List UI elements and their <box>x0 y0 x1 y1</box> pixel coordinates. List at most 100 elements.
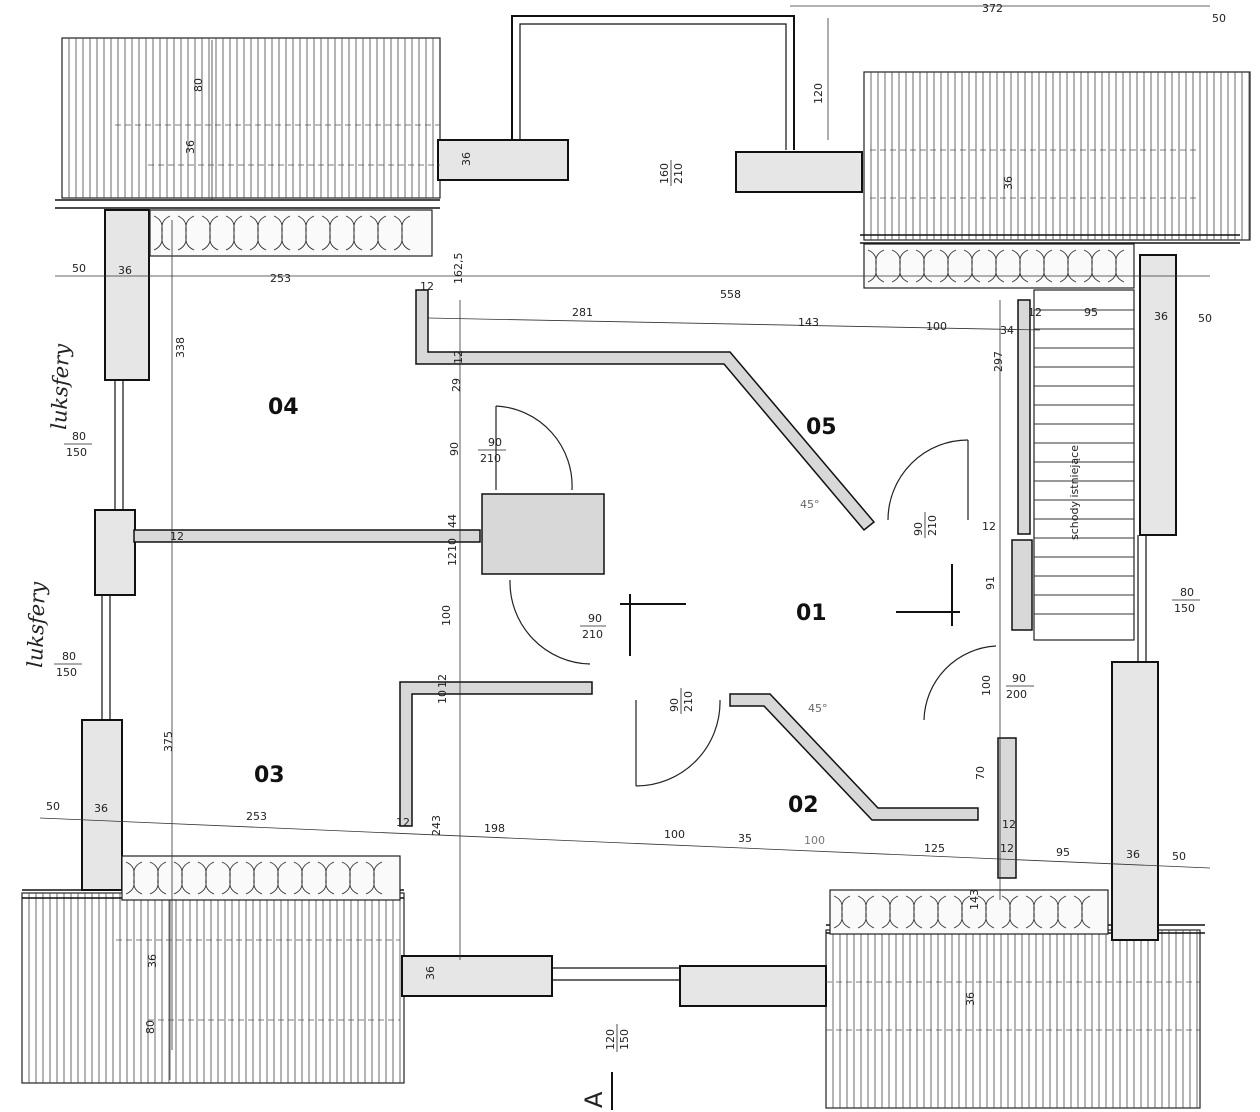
window-label-right: 80 150 <box>1172 586 1200 615</box>
dim-h-36-right: 36 <box>1154 310 1168 323</box>
window-label-left-lower: 80 150 <box>54 650 82 679</box>
dim-v-297: 297 <box>992 351 1005 372</box>
svg-text:80: 80 <box>72 430 86 443</box>
dim-h-50-left: 50 <box>72 262 86 275</box>
room-label-02: 02 <box>788 793 819 818</box>
dim-v-29: 29 <box>450 378 463 392</box>
room-label-04: 04 <box>268 395 299 420</box>
handwritten-note-luksfery-lower: luksfery <box>23 580 50 668</box>
dim-v-44: 44 <box>446 514 459 528</box>
door-label-room-02: 90 210 <box>668 688 695 714</box>
stairs-label: schody istniejące <box>1068 445 1081 540</box>
dim-v-36-right-bottom: 36 <box>964 992 977 1006</box>
svg-text:160: 160 <box>658 163 671 184</box>
svg-text:150: 150 <box>618 1029 631 1050</box>
dim-wall-12-c: 12 <box>1002 818 1016 831</box>
door-label-room-05: 90 210 <box>912 512 939 538</box>
dim-top-50: 50 <box>1212 12 1226 25</box>
svg-text:90: 90 <box>668 698 681 712</box>
dim-v-100-center: 100 <box>440 605 453 626</box>
dimension-lines <box>39 5 1211 1080</box>
dim-h-50-right: 50 <box>1198 312 1212 325</box>
roof-panel-top-left <box>61 37 441 199</box>
dim-wall-12-b: 12 <box>982 520 996 533</box>
dim-v-12-c: 12 <box>436 674 449 688</box>
stairs: schody istniejące <box>1033 289 1135 641</box>
svg-text:80: 80 <box>62 650 76 663</box>
dim-b-12-right: 12 <box>1000 842 1014 855</box>
door-label-balcony: 160 210 <box>658 160 685 186</box>
angle-45-lower: 45° <box>808 702 828 715</box>
dim-h-100: 100 <box>926 320 947 333</box>
svg-text:210: 210 <box>926 515 939 536</box>
svg-text:210: 210 <box>480 452 501 465</box>
svg-text:120: 120 <box>604 1029 617 1050</box>
svg-text:80: 80 <box>1180 586 1194 599</box>
room-label-05: 05 <box>806 415 837 440</box>
dim-top-372: 372 <box>982 2 1003 15</box>
dim-v-12-b: 12 <box>446 552 459 566</box>
dim-wall-12-a: 12 <box>170 530 184 543</box>
dim-b-36-left: 36 <box>94 802 108 815</box>
dim-v-100-right: 100 <box>980 675 993 696</box>
dim-top-120: 120 <box>812 83 825 104</box>
svg-text:90: 90 <box>1012 672 1026 685</box>
dim-v-10-b: 10 <box>436 690 449 704</box>
dim-h-12: 12 <box>420 280 434 293</box>
dim-h-36-left: 36 <box>118 264 132 277</box>
dim-b-95: 95 <box>1056 846 1070 859</box>
roof-panel-bottom-right <box>825 929 1201 1109</box>
dim-b-198: 198 <box>484 822 505 835</box>
dim-v-12-a: 12 <box>452 350 465 364</box>
window-label-left-upper: 80 150 <box>64 430 92 459</box>
dim-v-162-5: 162,5 <box>452 253 465 285</box>
section-marker: A <box>580 1091 608 1108</box>
door-label-room-03: 90 210 <box>580 612 606 641</box>
dim-v-36-top: 36 <box>184 140 197 154</box>
dim-h-253: 253 <box>270 272 291 285</box>
dim-wall-36-balcony-left: 36 <box>460 152 473 166</box>
dim-v-36-right-top: 36 <box>1002 176 1015 190</box>
door-label-room-04: 90 210 <box>478 436 506 465</box>
dim-b-125: 125 <box>924 842 945 855</box>
dim-b-100-gray: 100 <box>804 834 825 847</box>
dim-b-50-left: 50 <box>46 800 60 813</box>
svg-text:150: 150 <box>1174 602 1195 615</box>
dim-v-10-a: 10 <box>446 538 459 552</box>
dim-h-281: 281 <box>572 306 593 319</box>
dim-wall-36-bottom: 36 <box>424 966 437 980</box>
dim-b-100: 100 <box>664 828 685 841</box>
room-label-03: 03 <box>254 763 285 788</box>
dim-b-12: 12 <box>396 816 410 829</box>
dim-h-34: 34 <box>1000 324 1014 337</box>
svg-text:200: 200 <box>1006 688 1027 701</box>
dim-h-558: 558 <box>720 288 741 301</box>
dim-v-143: 143 <box>968 889 981 910</box>
door-swings <box>495 405 997 787</box>
handwritten-note-luksfery-upper: luksfery <box>47 342 74 430</box>
roof-panel-bottom-left <box>21 892 405 1084</box>
dim-b-36-right: 36 <box>1126 848 1140 861</box>
svg-text:90: 90 <box>488 436 502 449</box>
svg-text:90: 90 <box>588 612 602 625</box>
window-label-bottom: 120 150 <box>604 1024 631 1052</box>
svg-text:210: 210 <box>672 163 685 184</box>
dim-v-90: 90 <box>448 442 461 456</box>
dim-v-91: 91 <box>984 576 997 590</box>
dim-v-70: 70 <box>974 766 987 780</box>
dim-v-80-top: 80 <box>192 78 205 92</box>
dim-v-375: 375 <box>162 731 175 752</box>
door-label-bathroom: 90 200 <box>1006 672 1034 701</box>
dim-v-80-bottom: 80 <box>144 1020 157 1034</box>
dim-h-143: 143 <box>798 316 819 329</box>
svg-text:150: 150 <box>66 446 87 459</box>
dim-b-35: 35 <box>738 832 752 845</box>
svg-text:90: 90 <box>912 522 925 536</box>
axis-markers <box>620 564 960 656</box>
balcony-outline <box>511 15 795 150</box>
dim-b-50-right: 50 <box>1172 850 1186 863</box>
dim-v-243: 243 <box>430 815 443 836</box>
room-label-01: 01 <box>796 601 827 626</box>
walls <box>22 139 1240 1007</box>
